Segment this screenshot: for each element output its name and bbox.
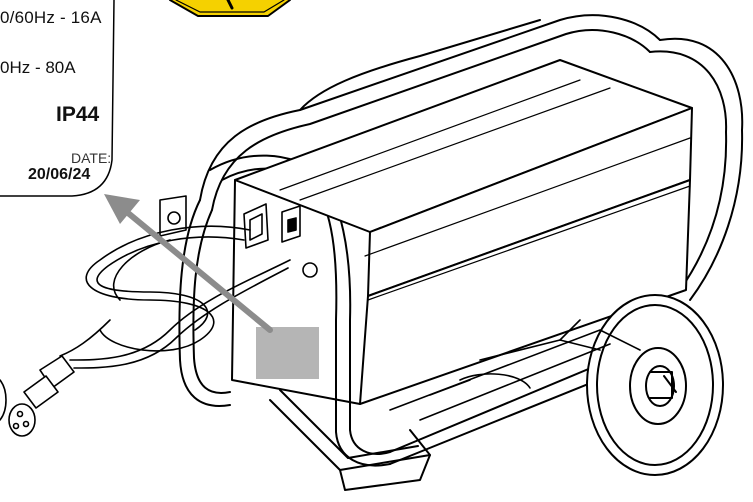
generator-housing	[231, 59, 693, 405]
warning-triangle-icon	[169, 0, 291, 17]
power-cable	[59, 225, 291, 369]
callout-arrow	[104, 194, 273, 333]
industrial-plug	[0, 355, 75, 437]
label-area	[256, 327, 319, 379]
input-rating-text: 0/60Hz - 16A	[0, 8, 102, 27]
output-rating-text: 0Hz - 80A	[0, 58, 76, 77]
chassis-base	[389, 319, 641, 421]
control-panel	[159, 195, 318, 278]
date-value: 20/06/24	[28, 166, 91, 183]
stand-foot	[269, 389, 431, 491]
wheel	[586, 294, 724, 476]
label-plate-border	[0, 0, 115, 197]
date-label: DATE:	[71, 150, 112, 166]
ip-rating-text: IP44	[56, 103, 100, 126]
